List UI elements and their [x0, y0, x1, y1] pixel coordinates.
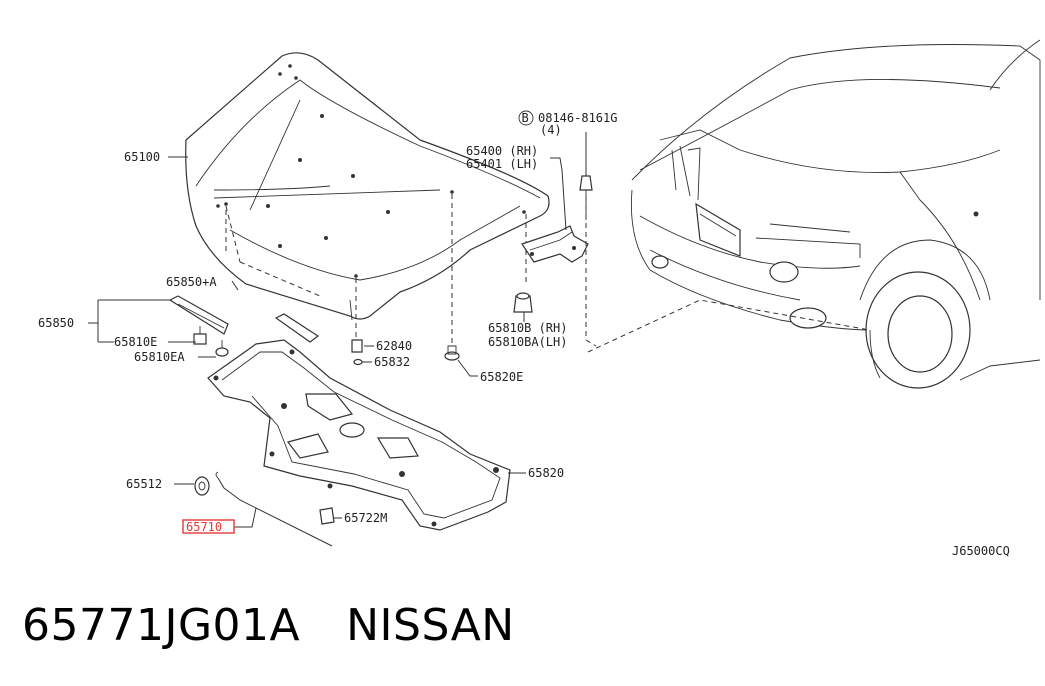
label-seal-plus: 65850+A	[166, 275, 217, 289]
seal-bracket-ea	[215, 340, 229, 357]
label-clip-b: 65832	[374, 355, 410, 369]
label-rod: 65710	[186, 520, 222, 534]
rod-highlight-box	[182, 519, 235, 534]
hood-bracket-nut	[513, 292, 533, 313]
label-clip: 62840	[376, 339, 412, 353]
leader-seal	[88, 299, 170, 343]
bolt-mark-letter: B	[522, 111, 529, 125]
leader-nut	[457, 359, 478, 377]
label-bracket-rh: 65810B (RH)	[488, 321, 567, 335]
label-hinge-rh: 65400 (RH)	[466, 144, 538, 158]
rod-grommet	[194, 476, 210, 496]
parts-diagram: 65100 65400 (RH) 65401 (LH) B 08146-8161…	[38, 39, 1041, 558]
label-seal: 65850	[38, 316, 74, 330]
hood-hinge	[521, 225, 589, 263]
leader-rod	[234, 507, 257, 528]
bolt-mark: B	[518, 110, 534, 126]
hood-support-rod	[215, 471, 333, 547]
vehicle-illustration	[630, 39, 1041, 389]
label-bracket-e: 65810E	[114, 335, 157, 349]
hood-panel	[185, 52, 550, 321]
label-hinge-lh: 65401 (LH)	[466, 157, 538, 171]
rod-holder	[319, 507, 335, 525]
label-diagram-code: J65000CQ	[952, 544, 1010, 558]
hood-inner-frame	[207, 339, 511, 531]
hood-seal-strip	[168, 295, 320, 343]
label-frame: 65820	[528, 466, 564, 480]
label-nut: 65820E	[480, 370, 523, 384]
part-caption: 65771JG01A NISSAN	[22, 600, 515, 651]
label-hood: 65100	[124, 150, 160, 164]
leader-hinge	[550, 157, 567, 231]
label-bracket-ea: 65810EA	[134, 350, 185, 364]
label-bracket-lh: 65810BA(LH)	[488, 335, 567, 349]
hood-clip	[351, 339, 363, 366]
brand-name: NISSAN	[346, 600, 515, 651]
label-holder: 65722M	[344, 511, 387, 525]
part-number: 65771JG01A	[22, 600, 301, 651]
label-bolt-qty: (4)	[540, 123, 562, 137]
label-bolt: 08146-8161G	[538, 111, 617, 125]
seal-bracket-e	[193, 326, 207, 345]
label-grommet: 65512	[126, 477, 162, 491]
frame-nut	[444, 345, 460, 361]
leader-seal-plus	[231, 280, 239, 291]
